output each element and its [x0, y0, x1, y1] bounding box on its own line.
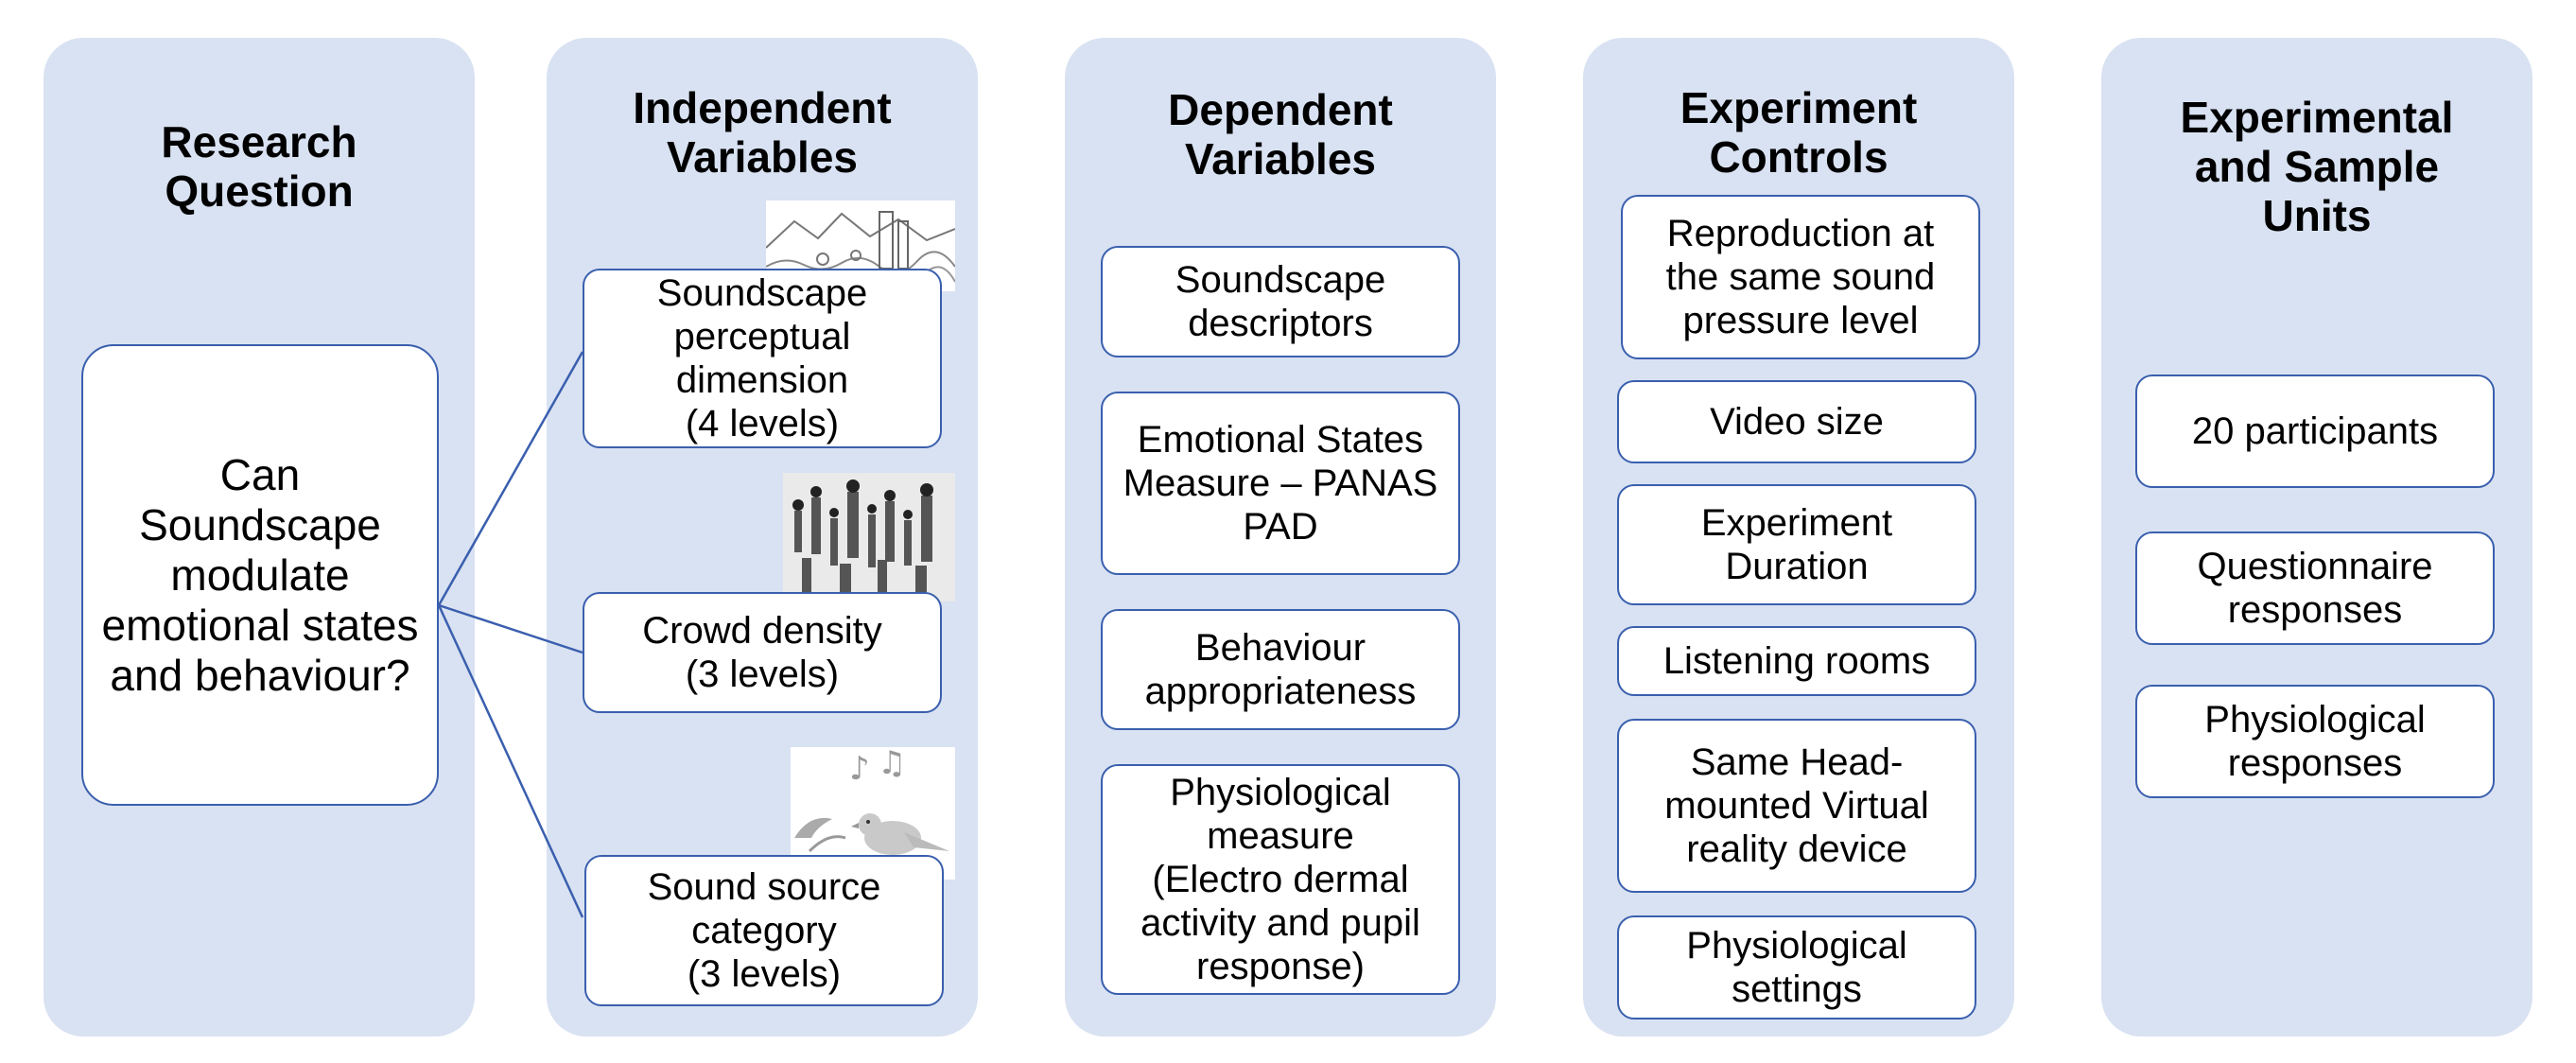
independent-variable-box: Sound source category (3 levels) [584, 855, 944, 1006]
experiment-control-box: Physiological settings [1617, 915, 1976, 1019]
svg-text:♪: ♪ [849, 750, 870, 788]
dependent-variable-box: Soundscape descriptors [1101, 246, 1460, 357]
independent-variable-box: Soundscape perceptual dimension (4 level… [583, 269, 942, 448]
independent-variables-title: Independent Variables [633, 83, 892, 182]
dependent-variable-box: Behaviour appropriateness [1101, 609, 1460, 730]
dependent-variable-box: Emotional States Measure – PANAS PAD [1101, 392, 1460, 575]
connector-line [437, 351, 584, 606]
research-question-box: Can Soundscape modulate emotional states… [81, 344, 439, 806]
experiment-controls-title: Experiment Controls [1680, 83, 1918, 182]
sample-unit-box: Physiological responses [2135, 685, 2495, 798]
research-question-title: Research Question [161, 117, 357, 216]
independent-variable-box: Crowd density (3 levels) [583, 592, 942, 713]
dependent-variable-box: Physiological measure (Electro dermal ac… [1101, 764, 1460, 995]
experiment-control-box: Same Head- mounted Virtual reality devic… [1617, 719, 1976, 893]
sample-units-title: Experimental and Sample Units [2180, 93, 2454, 240]
sample-unit-box: Questionnaire responses [2135, 532, 2495, 645]
crowd-sketch-icon [783, 473, 955, 601]
experiment-control-box: Video size [1617, 380, 1976, 463]
connector-line [437, 604, 584, 918]
experiment-control-box: Experiment Duration [1617, 484, 1976, 605]
experiment-control-box: Reproduction at the same sound pressure … [1621, 195, 1980, 359]
sample-unit-box: 20 participants [2135, 375, 2495, 488]
connector-line [438, 603, 583, 654]
experiment-control-box: Listening rooms [1617, 626, 1976, 696]
dependent-variables-title: Dependent Variables [1168, 85, 1393, 183]
svg-text:♫: ♫ [878, 747, 906, 782]
